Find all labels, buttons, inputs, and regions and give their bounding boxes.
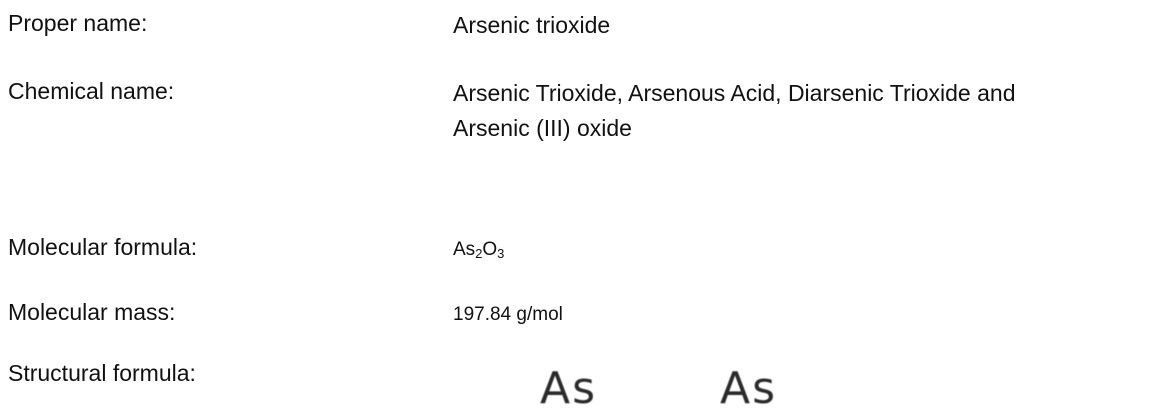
structural-atom-as-right: As — [720, 363, 778, 414]
structural-atom-as-left: As — [540, 363, 598, 414]
molecular-formula-value: As2O3 — [453, 232, 504, 267]
proper-name-label: Proper name: — [8, 10, 148, 36]
formula-element-o: O — [482, 239, 498, 260]
proper-name-value: Arsenic trioxide — [453, 12, 611, 38]
chemical-name-line-2: Arsenic (III) oxide — [453, 115, 632, 141]
formula-subscript-2: 2 — [475, 246, 483, 262]
molecular-mass-label: Molecular mass: — [8, 299, 176, 325]
chemical-name-line-1: Arsenic Trioxide, Arsenous Acid, Diarsen… — [453, 80, 1016, 106]
molecular-formula-label: Molecular formula: — [8, 234, 198, 260]
formula-element-as: As — [453, 239, 476, 260]
chemical-name-label: Chemical name: — [8, 78, 175, 104]
formula-subscript-3: 3 — [497, 246, 505, 262]
structural-formula-label: Structural formula: — [8, 360, 196, 386]
chemical-name-value: Arsenic Trioxide, Arsenous Acid, Diarsen… — [453, 76, 1016, 146]
molecular-mass-value: 197.84 g/mol — [453, 304, 563, 325]
